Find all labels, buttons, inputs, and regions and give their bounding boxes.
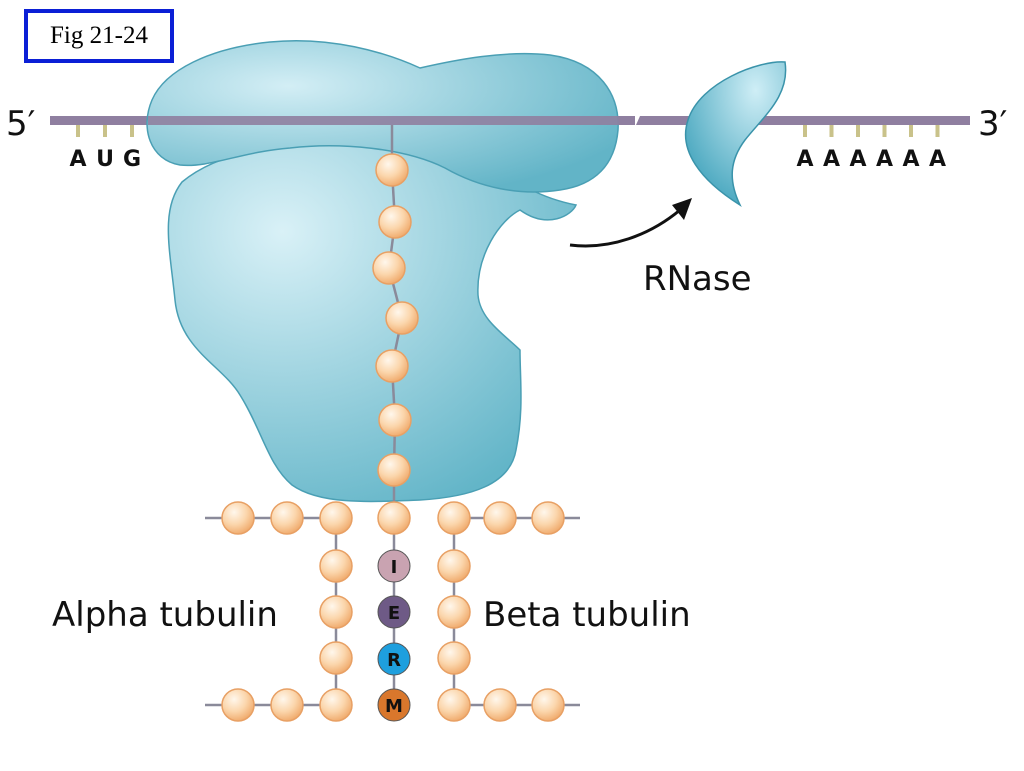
terminal-residue-bead (377, 688, 411, 722)
mrna-break-cap (636, 116, 970, 125)
beta-tubulin-bead (437, 641, 471, 675)
ribosome-large-subunit (167, 141, 578, 503)
nascent-chain-bead (375, 349, 409, 383)
poly-a-letter: A (796, 147, 813, 172)
terminal-residue-letter: M (385, 696, 403, 717)
terminal-residue-letter: E (388, 603, 400, 624)
poly-a-tick (909, 125, 913, 137)
terminal-residue-bead (377, 549, 411, 583)
figure-label: Fig 21-24 (50, 22, 148, 49)
alpha-tubulin-bead (319, 641, 353, 675)
five-prime-label: 5′ (6, 104, 35, 144)
poly-a-tick (882, 125, 887, 137)
rnase-arrow (569, 198, 692, 248)
start-codon-ticks (76, 125, 134, 137)
alpha-tubulin-bead (319, 595, 353, 629)
start-codon-tick (130, 125, 134, 137)
figure-label-box: Fig 21-24 (24, 9, 174, 63)
beta-tubulin-bead (483, 688, 517, 722)
alpha-tubulin-bead (221, 501, 255, 535)
alpha-tubulin-bead (270, 501, 304, 535)
nascent-chain-bead (385, 301, 419, 335)
poly-a-letter: A (849, 147, 866, 172)
poly-a-tick (856, 125, 860, 137)
beta-tubulin-bead (437, 595, 471, 629)
start-codon-tick (103, 125, 107, 137)
alpha-tubulin-bead (319, 688, 353, 722)
alpha-tubulin-bead (270, 688, 304, 722)
beta-tubulin-bead (483, 501, 517, 535)
terminal-residue-bead (377, 595, 411, 629)
nascent-chain-bead (378, 205, 412, 239)
beta-tubulin-bead (437, 549, 471, 583)
nascent-chain-bead (377, 453, 411, 487)
alpha-tubulin-bead (319, 549, 353, 583)
start-codon-letter: G (123, 147, 141, 172)
beta-tubulin-bead (531, 501, 565, 535)
alpha-tubulin-bead (319, 501, 353, 535)
terminal-residue-letter: R (387, 650, 401, 671)
terminal-residue-bead (377, 642, 411, 676)
beta-tubulin-bead (531, 688, 565, 722)
poly-a-tick (935, 125, 940, 137)
beta-tubulin-label: Beta tubulin (483, 595, 691, 635)
beta-tubulin-bead (437, 688, 471, 722)
poly-a-letter: A (929, 147, 946, 172)
mrna-through-ribosome (148, 116, 635, 125)
start-codon-tick (76, 125, 80, 137)
rnase-label: RNase (643, 259, 752, 299)
start-codon-letter: A (69, 147, 86, 172)
amino-acid-beads: M R E I (221, 153, 565, 722)
rnase-enzyme (684, 61, 787, 208)
poly-a-ticks (803, 125, 940, 137)
terminal-residue-letter: I (391, 557, 398, 578)
nascent-chain-bead (372, 251, 406, 285)
beta-tubulin-bead (437, 501, 471, 535)
three-prime-label: 3′ (978, 104, 1007, 144)
nascent-chain-bead (377, 501, 411, 535)
alpha-tubulin-bead (221, 688, 255, 722)
poly-a-tick (829, 125, 834, 137)
poly-a-letter: A (876, 147, 893, 172)
start-codon-letter: U (96, 147, 114, 172)
poly-a-letter: A (902, 147, 919, 172)
poly-a-tick (803, 125, 807, 137)
alpha-tubulin-label: Alpha tubulin (52, 595, 278, 635)
poly-a-letter: A (823, 147, 840, 172)
nascent-chain-bead (378, 403, 412, 437)
nascent-chain-bead (375, 153, 409, 187)
